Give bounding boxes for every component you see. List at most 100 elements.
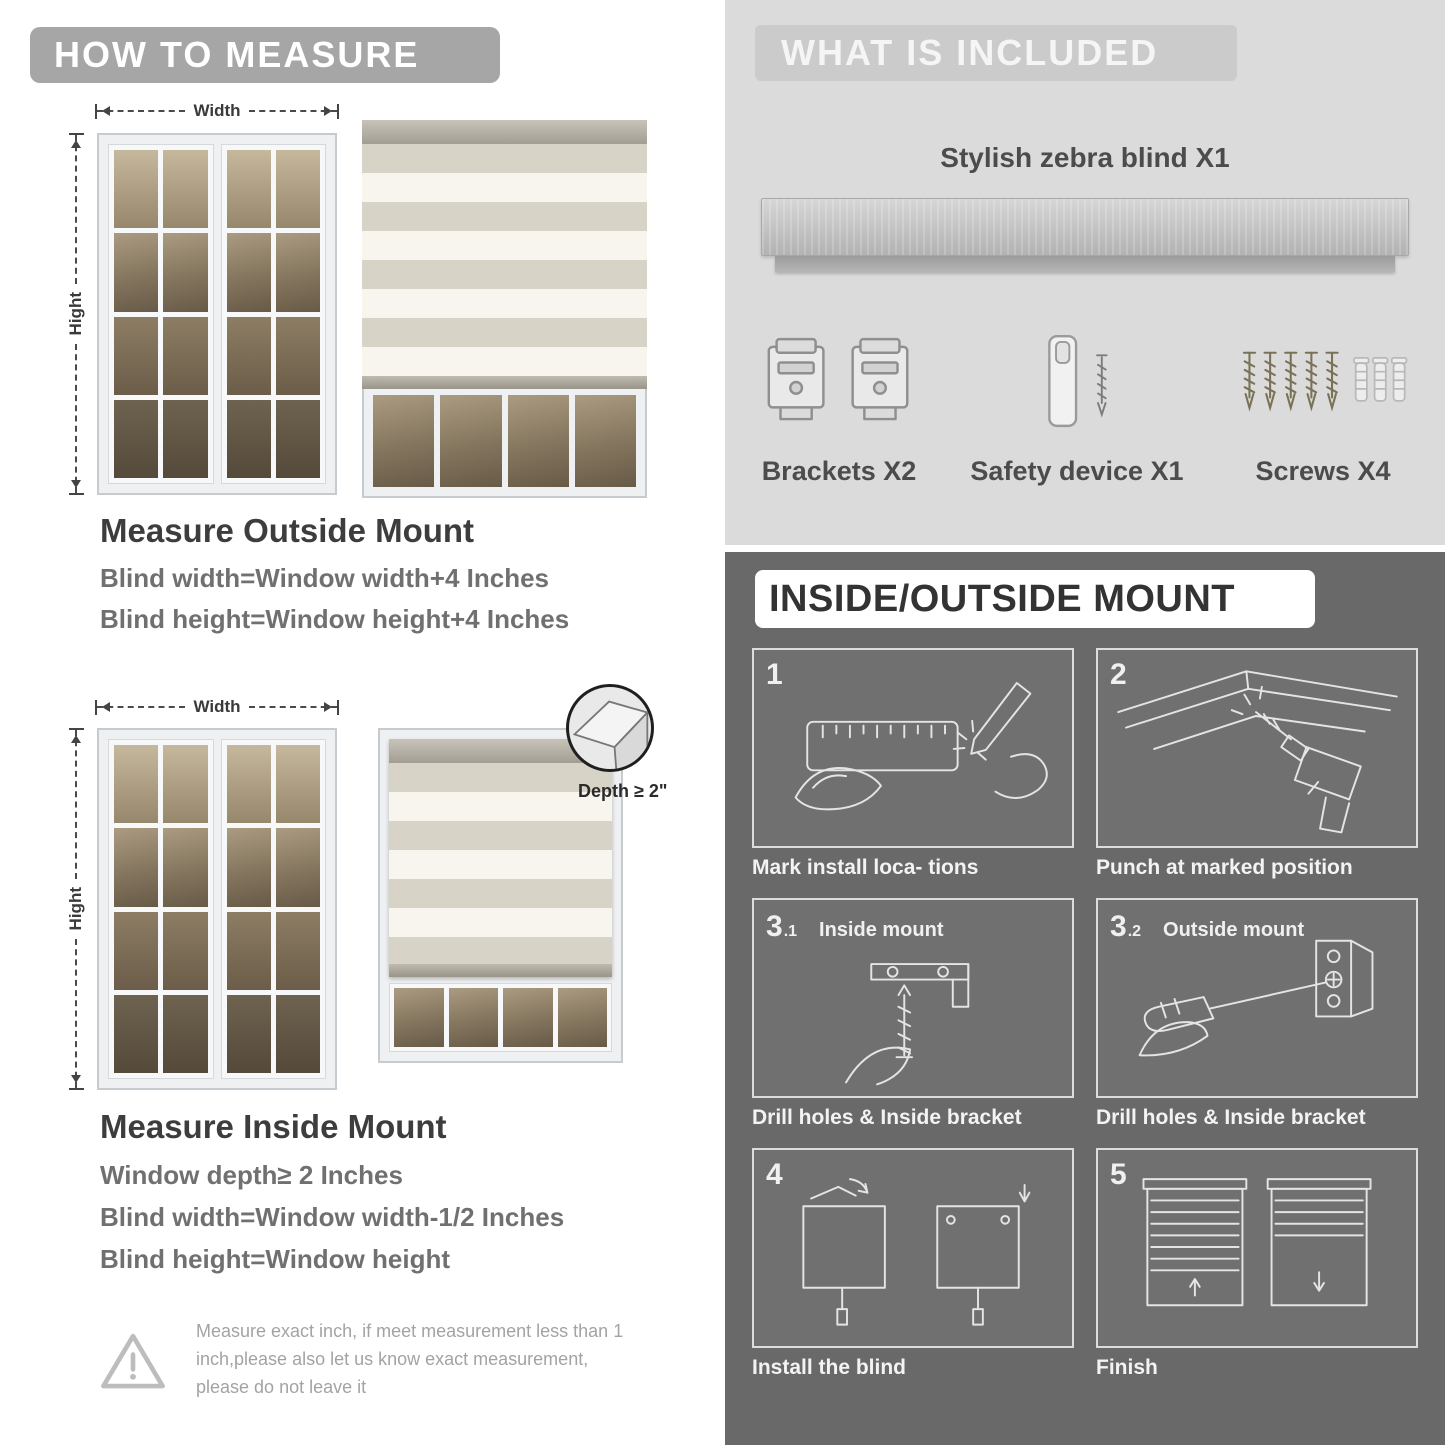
height-label: Hight bbox=[66, 887, 85, 931]
finish-illustration bbox=[1142, 1178, 1372, 1307]
outside-formula-width: Blind width=Window width+4 Inches bbox=[100, 563, 549, 593]
window-pane bbox=[574, 395, 636, 487]
window-pane bbox=[114, 911, 159, 990]
width-arrow: Width bbox=[94, 696, 340, 718]
mark-location-illustration bbox=[794, 682, 1048, 811]
inside-mount-heading: Measure Inside Mount bbox=[100, 1108, 447, 1145]
step-4: 4 bbox=[752, 1148, 1074, 1386]
window-pane bbox=[507, 395, 569, 487]
window-sash bbox=[220, 144, 326, 484]
window-pane bbox=[440, 395, 502, 487]
steps-grid: 1 Mark install loca- tions bbox=[752, 648, 1418, 1386]
arrow-line bbox=[69, 343, 84, 496]
window-bottom-strip bbox=[389, 983, 612, 1052]
width-arrow: Width bbox=[94, 100, 340, 122]
arrow-line bbox=[94, 104, 186, 119]
outside-mount-heading: Measure Outside Mount bbox=[100, 512, 475, 549]
warning-triangle-icon bbox=[101, 1333, 165, 1389]
step-3-2-caption: Drill holes & Inside bracket bbox=[1096, 1106, 1366, 1129]
step-number: 1 bbox=[766, 658, 783, 691]
arrow-line bbox=[248, 700, 340, 715]
window-pane bbox=[275, 994, 320, 1073]
height-arrow: Hight bbox=[64, 132, 88, 496]
included-parts-row: Brackets X2 Safety device bbox=[761, 316, 1409, 487]
window-illustration-inside bbox=[97, 728, 337, 1090]
step-3-2-panel: 3.2 Outside mount bbox=[1096, 898, 1418, 1098]
zebra-blind-outside-illustration bbox=[362, 120, 647, 498]
step-2: 2 bbox=[1096, 648, 1418, 886]
step-number: 4 bbox=[766, 1158, 783, 1191]
window-illustration-outside bbox=[97, 133, 337, 495]
zebra-blind-inside-illustration bbox=[378, 728, 623, 1063]
arrow-line bbox=[248, 104, 340, 119]
window-pane bbox=[163, 745, 208, 824]
window-pane bbox=[163, 994, 208, 1073]
width-label: Width bbox=[193, 697, 241, 716]
window-pane bbox=[226, 233, 271, 312]
zebra-blind-title: Stylish zebra blind X1 bbox=[940, 142, 1230, 173]
window-pane bbox=[163, 911, 208, 990]
window-pane bbox=[226, 399, 271, 478]
step-3-1-panel: 3.1 Inside mount bbox=[752, 898, 1074, 1098]
window-bottom-strip bbox=[362, 389, 647, 498]
blind-inset bbox=[389, 739, 612, 977]
window-pane bbox=[114, 150, 159, 229]
window-pane bbox=[114, 994, 159, 1073]
step-3-1-caption: Drill holes & Inside bracket bbox=[752, 1106, 1022, 1129]
window-pane bbox=[226, 745, 271, 824]
step-1-panel: 1 bbox=[752, 648, 1074, 848]
step-header: 3.1 Inside mount bbox=[766, 910, 943, 944]
headrail-product-image bbox=[761, 198, 1409, 256]
outside-formula-height: Blind height=Window height+4 Inches bbox=[100, 604, 570, 634]
arrow-line bbox=[94, 700, 186, 715]
window-pane bbox=[448, 988, 498, 1047]
step-4-caption: Install the blind bbox=[752, 1356, 907, 1379]
step-4-panel: 4 bbox=[752, 1148, 1074, 1348]
headrail-fascia bbox=[775, 256, 1395, 272]
step-number: 3 bbox=[766, 910, 783, 943]
step-1: 1 Mark install loca- tions bbox=[752, 648, 1074, 886]
window-pane bbox=[114, 233, 159, 312]
safety-device-label: Safety device X1 bbox=[970, 456, 1184, 486]
window-pane bbox=[275, 150, 320, 229]
window-pane bbox=[226, 828, 271, 907]
window-pane bbox=[275, 745, 320, 824]
outside-bracket-illustration bbox=[1138, 939, 1374, 1057]
window-pane bbox=[373, 395, 435, 487]
step-3-2: 3.2 Outside mount bbox=[1096, 898, 1418, 1136]
window-pane bbox=[394, 988, 444, 1047]
step-3-1: 3.1 Inside mount bbox=[752, 898, 1074, 1136]
screws-icon bbox=[1237, 316, 1409, 448]
arrow-line bbox=[69, 938, 84, 1091]
frame-corner-icon bbox=[572, 700, 650, 769]
window-pane bbox=[114, 399, 159, 478]
step-2-caption: Punch at marked position bbox=[1096, 856, 1353, 879]
window-sash bbox=[108, 144, 214, 484]
window-pane bbox=[503, 988, 553, 1047]
window-pane bbox=[275, 828, 320, 907]
what-is-included-section: WHAT IS INCLUDED Stylish zebra blind X1 bbox=[725, 0, 1445, 545]
blind-bottom-rail bbox=[389, 964, 612, 977]
what-is-included-banner: WHAT IS INCLUDED bbox=[755, 25, 1237, 81]
arrow-line bbox=[69, 132, 84, 285]
width-label: Width bbox=[193, 101, 241, 120]
height-label: Hight bbox=[66, 292, 85, 336]
step-1-caption: Mark install loca- tions bbox=[752, 856, 979, 879]
step-number: 3 bbox=[1110, 910, 1127, 943]
window-pane bbox=[163, 828, 208, 907]
step-number: 5 bbox=[1110, 1158, 1127, 1191]
window-pane bbox=[114, 316, 159, 395]
drill-position-illustration bbox=[1117, 670, 1398, 834]
part-safety-device: Safety device X1 bbox=[970, 316, 1184, 487]
step-5-caption: Finish bbox=[1096, 1356, 1158, 1379]
step-header: 3.2 Outside mount bbox=[1110, 910, 1304, 944]
window-sash bbox=[108, 739, 214, 1079]
window-pane bbox=[114, 745, 159, 824]
inside-formula-width: Blind width=Window width-1/2 Inches bbox=[100, 1202, 565, 1232]
window-pane bbox=[114, 828, 159, 907]
blind-bottom-rail bbox=[362, 376, 647, 389]
brackets-label: Brackets X2 bbox=[761, 456, 917, 486]
how-to-measure-banner: HOW TO MEASURE bbox=[30, 27, 500, 83]
safety-device-icon bbox=[1015, 316, 1139, 448]
window-pane bbox=[226, 994, 271, 1073]
